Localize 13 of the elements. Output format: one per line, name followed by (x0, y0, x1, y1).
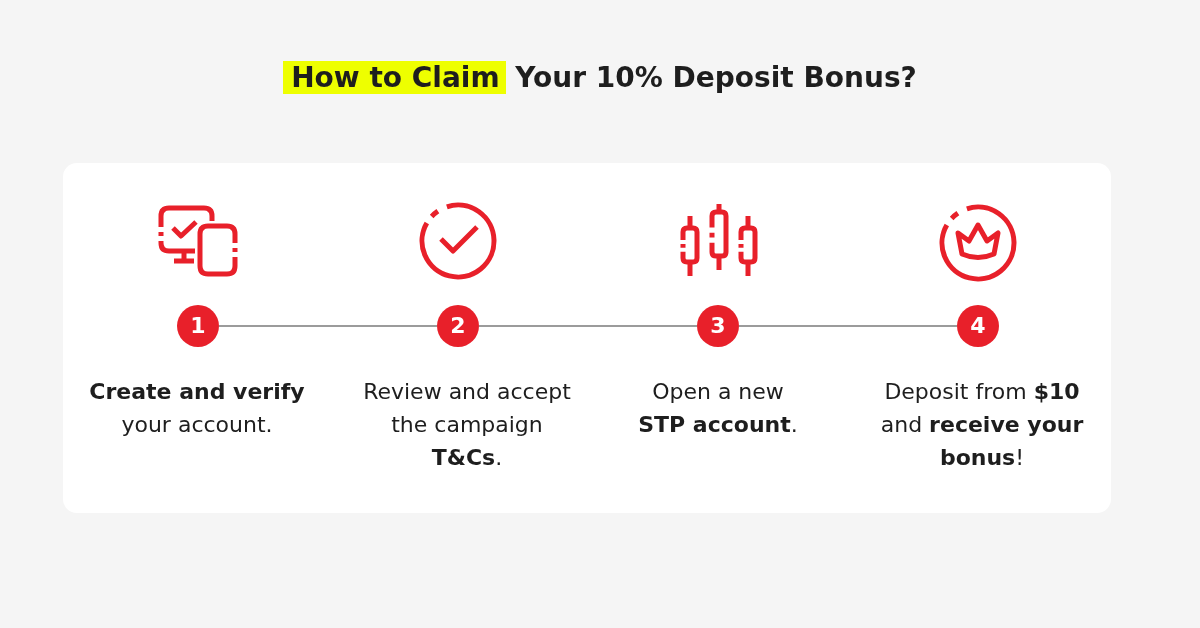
card-panel (63, 163, 1111, 513)
step-description: Review and accept the campaign T&Cs. (362, 378, 572, 472)
connector-line (738, 325, 958, 327)
connector-line (218, 325, 438, 327)
title: How to Claim Your 10% Deposit Bonus? (283, 57, 917, 99)
step-number-badge: 1 (177, 305, 219, 347)
connector-line (478, 325, 698, 327)
step-description: Deposit from $10 and receive your bonus! (879, 378, 1085, 472)
step-description: Open a new STP account. (637, 378, 799, 439)
step-number-badge: 3 (697, 305, 739, 347)
step-description: Create and verify your account. (88, 378, 306, 439)
step-number-badge: 4 (957, 305, 999, 347)
step-number-badge: 2 (437, 305, 479, 347)
